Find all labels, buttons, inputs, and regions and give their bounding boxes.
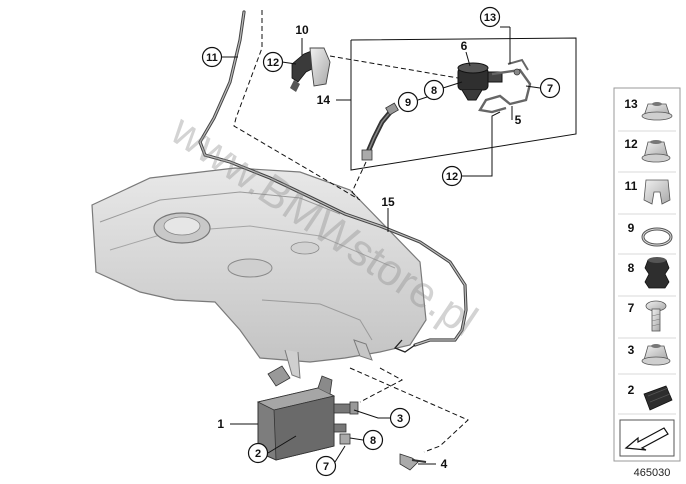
callout-12-mid [441,165,463,187]
callout-3 [389,407,411,429]
callout-2 [247,442,269,464]
callout-3-label: 3 [397,413,403,425]
callout-8-bottom [362,429,384,451]
callout-2-label: 2 [255,448,261,460]
callout-7-top-label: 7 [547,83,553,95]
legend-item-3: 3 [628,343,671,366]
dashed-connector-canister [349,367,469,453]
legend-item-11: 11 [625,179,671,205]
svg-text:9: 9 [628,221,635,235]
callout-6-label: 6 [461,39,468,53]
callout-15-label: 15 [381,195,395,209]
callout-12-mid-label: 12 [446,171,458,183]
callout-8-top-label: 8 [431,85,437,97]
legend-item-12: 12 [624,137,671,163]
callout-12-top-label: 12 [267,57,279,69]
svg-text:11: 11 [625,179,638,193]
callout-13-top [479,6,501,28]
callout-7-bottom-label: 7 [323,461,329,473]
svg-text:13: 13 [624,97,638,111]
svg-text:2: 2 [628,383,635,397]
callout-7-bottom [315,455,337,477]
callout-11-label: 11 [206,52,218,64]
parts-legend: 13 12 11 9 8 [613,87,681,462]
connector-4 [399,453,427,471]
callout-11 [201,46,223,68]
bracket-5 [478,58,532,114]
legend-item-8: 8 [628,257,670,289]
callout-10-label: 10 [295,23,309,37]
callout-1-label: 1 [217,417,224,431]
fuel-tank [91,167,427,379]
valve-6 [457,62,503,101]
legend-item-9: 9 [628,221,673,247]
dashed-connector-10-6 [329,55,459,79]
document-number: 465030 [634,467,671,479]
callout-8-top [423,79,445,101]
orientation-arrow-icon [619,419,675,457]
legend-item-7: 7 [628,300,667,332]
legend-item-2: 2 [628,383,673,411]
callout-9-top-label: 9 [405,97,411,109]
svg-text:8: 8 [628,261,635,275]
callout-13-top-label: 13 [484,12,496,24]
dashed-connector-11 [233,10,361,201]
callout-8-bottom-label: 8 [370,435,376,447]
callout-7-top [539,77,561,99]
legend-item-13: 13 [624,97,673,121]
callout-4-label: 4 [441,457,448,471]
vent-tube-11 [198,10,468,353]
hose-9 [361,102,399,161]
svg-text:7: 7 [628,301,635,315]
svg-text:3: 3 [628,343,635,357]
dashed-connector-canister-2 [359,367,404,403]
callout-12-top [262,51,284,73]
callout-9-top [397,91,419,113]
svg-text:12: 12 [624,137,638,151]
connector-10 [290,47,331,92]
module-bracket-frame [350,37,577,171]
carbon-canister-1 [256,365,359,461]
callout-14-label: 14 [317,93,331,107]
dashed-connector-hose [351,161,367,199]
callout-5-label: 5 [515,113,522,127]
